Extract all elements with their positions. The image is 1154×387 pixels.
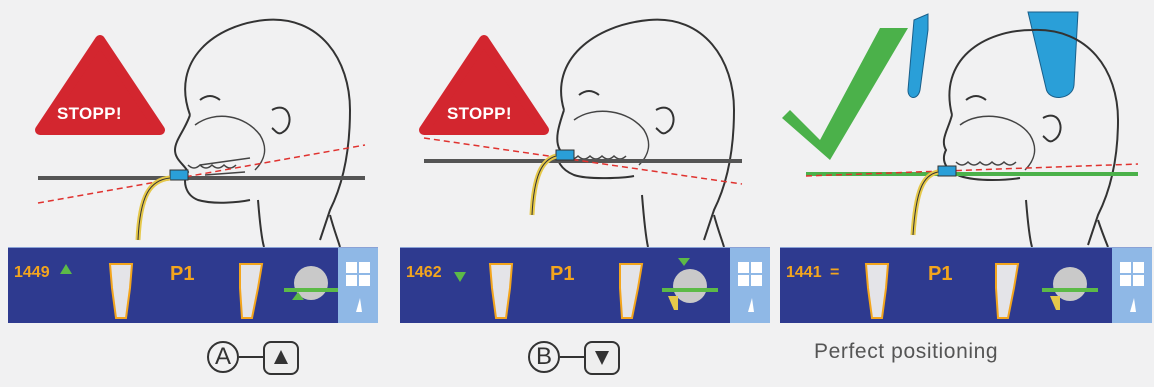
legend-letter: B (528, 341, 560, 373)
legend-connector (560, 356, 584, 358)
head-illustration-b (384, 0, 768, 387)
grid-view-button[interactable] (1112, 248, 1152, 323)
grid-view-icon (1112, 248, 1152, 323)
occlusal-guide-line (38, 145, 365, 203)
check-icon (782, 28, 908, 160)
program-label: P1 (550, 263, 574, 286)
head-illustration-a (0, 0, 384, 387)
status-bar-b: 1462 P1 (400, 247, 770, 323)
status-bar-c: 1441 = P1 (780, 247, 1152, 323)
grid-view-icon (730, 248, 770, 323)
arrow-down-icon (586, 343, 618, 373)
stop-label: STOPP! (57, 104, 122, 124)
perfect-positioning-caption: Perfect positioning (814, 340, 998, 364)
legend-connector (239, 356, 263, 358)
grid-view-icon (338, 248, 378, 323)
panel-b: STOPP! 1462 P1 B (384, 0, 768, 387)
panel-a: STOPP! 1449 P1 A (0, 0, 384, 387)
head-support-icon (908, 14, 928, 98)
program-label: P1 (928, 263, 952, 286)
grid-view-button[interactable] (338, 248, 378, 323)
up-button[interactable] (263, 341, 299, 375)
program-label: P1 (170, 263, 194, 286)
arrow-up-icon (265, 343, 297, 373)
stop-label: STOPP! (447, 104, 512, 124)
tooth-diagram-b (400, 248, 770, 323)
head-illustration-c (768, 0, 1154, 387)
down-button[interactable] (584, 341, 620, 375)
panel-c: 1441 = P1 Perfect positioning (768, 0, 1154, 387)
legend-letter: A (207, 341, 239, 373)
grid-view-button[interactable] (730, 248, 770, 323)
head-support-icon (1028, 12, 1078, 97)
status-bar-a: 1449 P1 (8, 247, 378, 323)
tooth-diagram-c (780, 248, 1152, 323)
